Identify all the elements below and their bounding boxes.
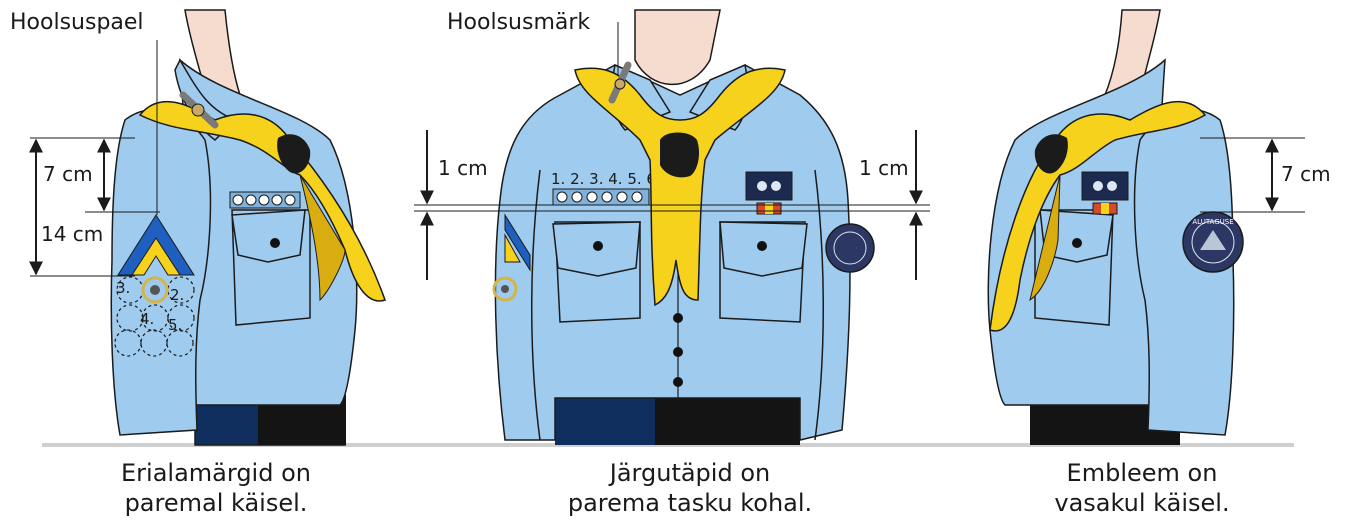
rank-dots (553, 189, 649, 205)
sleeve-emblem (826, 224, 874, 272)
caption-right-line1: Embleem on (962, 458, 1322, 488)
label-right-7cm: 7 cm (1281, 164, 1331, 184)
caption-left-line1: Erialamärgid on (36, 458, 396, 488)
label-left-7cm: 7 cm (43, 164, 93, 184)
rank-dots (230, 192, 300, 208)
trousers-blue (555, 392, 655, 445)
pocket-button (270, 238, 280, 248)
label-left-14cm: 14 cm (41, 224, 103, 244)
circle-num-5: 5. (168, 316, 182, 334)
shirt-button-3 (673, 377, 683, 387)
circle-num-4: 4. (140, 310, 154, 328)
figure-left-side: ALUTAGUSE (988, 10, 1305, 445)
badge-numbers: 1. 2. 3. 4. 5. 6. (551, 170, 661, 188)
pocket-left-button (757, 241, 767, 251)
circle-num-3: 3. (116, 279, 130, 297)
label-mid-left-1cm: 1 cm (438, 158, 488, 178)
caption-right: Embleem on vasakul käisel. (962, 458, 1322, 518)
shirt-button-1 (673, 313, 683, 323)
sleeve-badge-icon (501, 285, 509, 293)
pocket-right-button (593, 241, 603, 251)
first-badge-icon (150, 285, 160, 295)
label-hoolsuspael: Hoolsuspael (10, 12, 144, 34)
label-hoolsusmark: Hoolsusmärk (447, 12, 590, 34)
shirt-button-2 (673, 347, 683, 357)
pocket-flap (232, 210, 305, 262)
sleeve (1135, 110, 1234, 435)
pocket-button (1072, 238, 1082, 248)
label-mid-right-1cm: 1 cm (859, 158, 909, 178)
emblem-text: ALUTAGUSE (1192, 218, 1233, 226)
figure-front: 1. 2. 3. 4. 5. 6. (414, 10, 930, 445)
caption-middle-line2: parema tasku kohal. (510, 488, 870, 518)
caption-right-line2: vasakul käisel. (962, 488, 1322, 518)
caption-left: Erialamärgid on paremal käisel. (36, 458, 396, 518)
alutaguse-emblem: ALUTAGUSE (1183, 212, 1243, 272)
caption-middle: Järgutäpid on parema tasku kohal. (510, 458, 870, 518)
scarf-knot (660, 133, 699, 178)
neck (635, 10, 720, 84)
circle-num-2: 2. (170, 286, 184, 304)
caption-middle-line1: Järgutäpid on (510, 458, 870, 488)
caption-left-line2: paremal käisel. (36, 488, 396, 518)
